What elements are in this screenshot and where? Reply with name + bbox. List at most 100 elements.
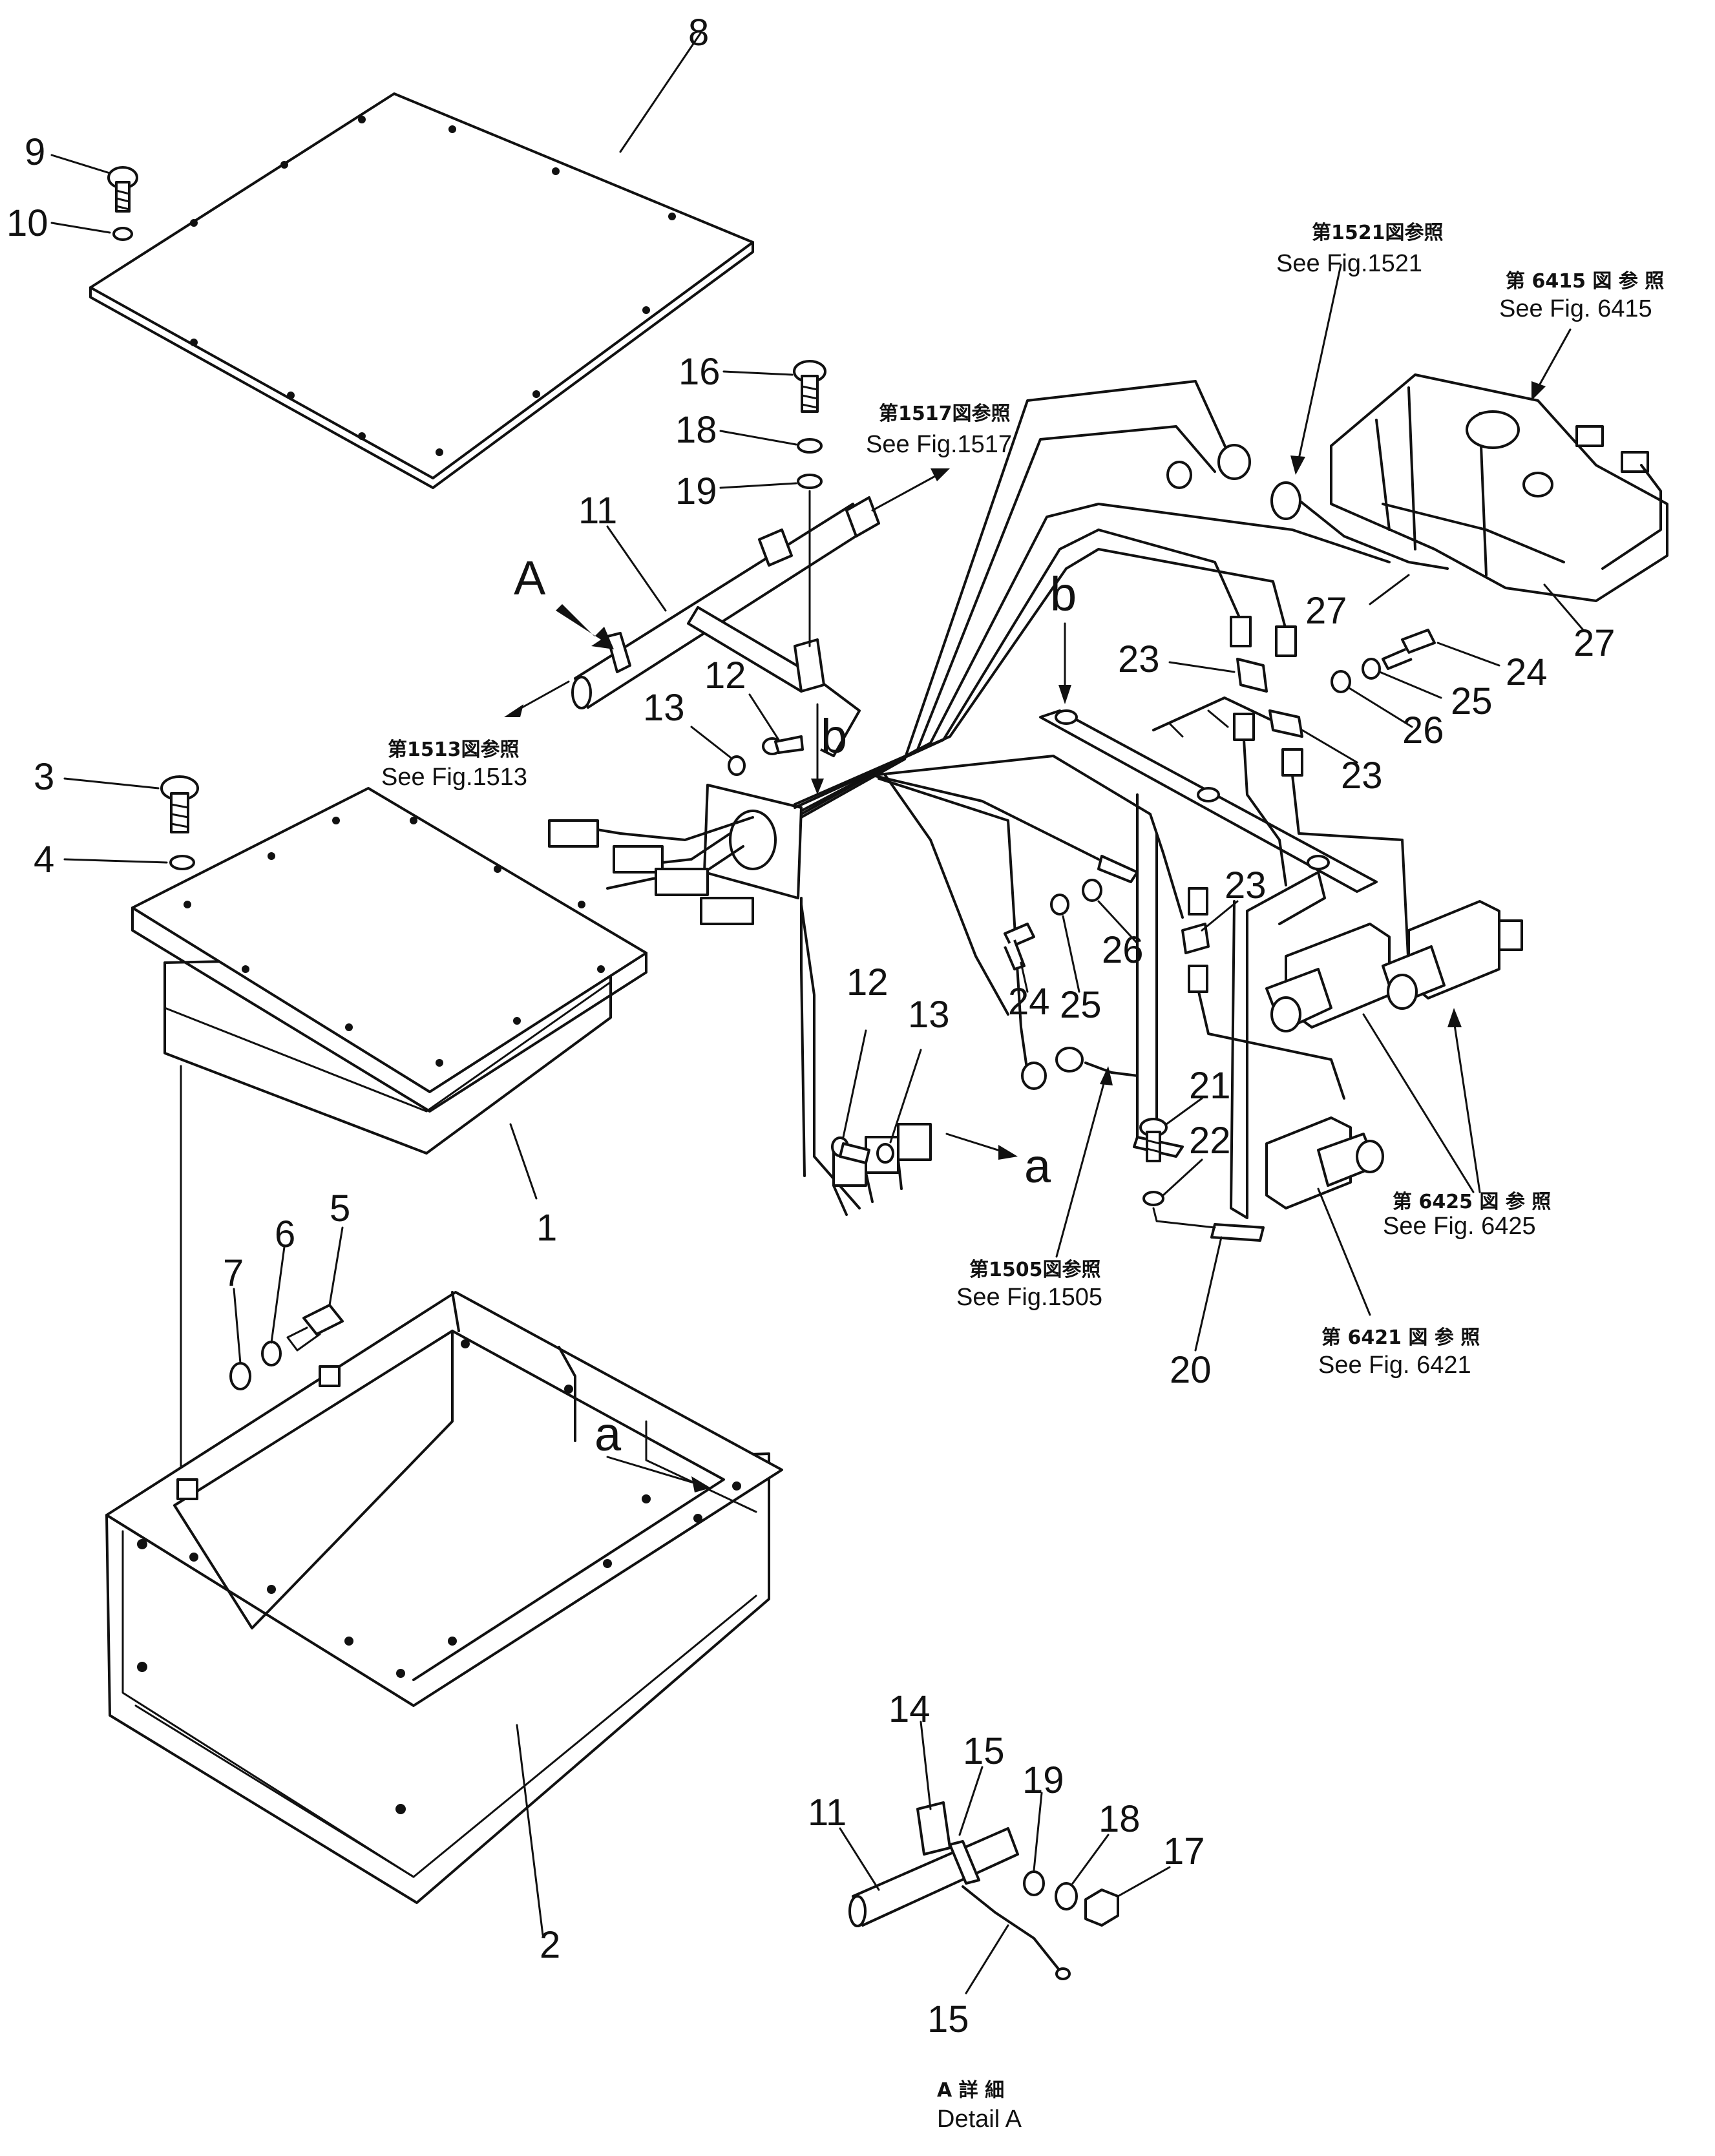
part-num-17: 17 <box>1163 1830 1205 1872</box>
part-num-9: 9 <box>25 131 45 173</box>
ref-1521-en: See Fig.1521 <box>1276 250 1422 277</box>
part-num-10: 10 <box>6 202 48 244</box>
part-num-6: 6 <box>275 1213 295 1255</box>
part-num-7: 7 <box>223 1252 244 1294</box>
part-num-24-lower: 24 <box>1008 981 1050 1023</box>
detail-caption-en: Detail A <box>937 2106 1022 2133</box>
part-num-15-top: 15 <box>963 1730 1005 1772</box>
ref-6421-jp: 第 6421 図 参 照 <box>1321 1326 1480 1349</box>
part-num-11: 11 <box>578 490 617 532</box>
ref-1517-en: See Fig.1517 <box>866 431 1012 458</box>
washer-13-lower <box>876 1143 894 1164</box>
part-numbers: 8 9 10 3 4 1 7 6 5 2 11 16 18 19 12 13 1… <box>6 12 1615 2040</box>
letter-A: A <box>514 551 546 605</box>
part-num-22: 22 <box>1189 1120 1231 1162</box>
washer-19-detail <box>1023 1870 1045 1896</box>
ref-1505-jp: 第1505図参照 <box>969 1259 1101 1281</box>
ref-1513-jp: 第1513図参照 <box>388 738 520 761</box>
part-num-25-upper: 25 <box>1451 680 1493 722</box>
pipe-assembly-11 <box>571 496 880 757</box>
box-2 <box>105 1291 783 1904</box>
part-num-14: 14 <box>889 1688 931 1730</box>
part-num-15-bottom: 15 <box>927 1998 969 2040</box>
washer-22 <box>1142 1191 1164 1206</box>
washer-4 <box>169 855 195 870</box>
ref-6421-en: See Fig. 6421 <box>1318 1352 1471 1379</box>
bolt-16 <box>793 360 826 413</box>
washer-6 <box>261 1341 282 1366</box>
part-num-1: 1 <box>536 1207 557 1249</box>
detail-caption-jp: A 詳 細 <box>937 2079 1004 2102</box>
wire-harness <box>548 380 1391 1216</box>
part-num-27-right: 27 <box>1573 622 1615 664</box>
part-num-24-upper: 24 <box>1506 651 1548 693</box>
letter-b-harness: b <box>821 709 847 763</box>
clamp-23-top <box>1236 658 1303 738</box>
part-num-5: 5 <box>330 1188 350 1230</box>
bolt-24-lower <box>1004 923 1035 970</box>
part-num-21: 21 <box>1189 1065 1231 1107</box>
washer-7 <box>229 1362 251 1390</box>
washer-13-top <box>728 755 746 776</box>
part-num-19-detail: 19 <box>1022 1759 1064 1801</box>
bolt-5 <box>286 1304 344 1352</box>
part-num-20: 20 <box>1170 1349 1212 1391</box>
letter-a-box: a <box>594 1407 622 1461</box>
solenoid-valve-6425 <box>1265 900 1523 1032</box>
part-num-12-lower: 12 <box>847 961 889 1003</box>
bolt-3 <box>160 775 199 833</box>
ref-1513-en: See Fig.1513 <box>381 764 527 791</box>
reference-notes: 第1521図参照 See Fig.1521 第 6415 図 参 照 See F… <box>381 222 1664 1379</box>
letter-b-bracket: b <box>1050 567 1077 621</box>
bolt-12-lower <box>831 1136 870 1164</box>
washer-26-lower <box>1082 879 1102 902</box>
part-num-18: 18 <box>675 409 717 451</box>
part-num-26-lower: 26 <box>1102 929 1144 971</box>
part-num-11-detail: 11 <box>808 1792 847 1834</box>
callout-letters: A b b a a <box>514 551 1077 1461</box>
part-num-23-mid: 23 <box>1341 755 1383 797</box>
bolt-12-top <box>762 735 804 755</box>
part-num-3: 3 <box>34 756 54 798</box>
part-num-23-lower: 23 <box>1225 864 1267 906</box>
part-num-4: 4 <box>34 839 54 881</box>
control-valve-6415 <box>1330 373 1668 602</box>
washer-18 <box>797 438 823 454</box>
washer-26-upper <box>1331 670 1351 693</box>
detail-a-drawing <box>848 1801 1119 1980</box>
hose-fittings <box>1188 616 1410 1100</box>
arrow-A <box>556 604 614 649</box>
ref-1517-jp: 第1517図参照 <box>879 403 1011 425</box>
washer-25-upper <box>1362 658 1381 680</box>
ref-6425-en: See Fig. 6425 <box>1383 1213 1536 1240</box>
washer-25-lower <box>1050 894 1069 916</box>
part-num-26-upper: 26 <box>1402 709 1444 751</box>
part-num-25-lower: 25 <box>1060 984 1102 1026</box>
ref-1521-jp: 第1521図参照 <box>1312 222 1444 244</box>
part-num-19: 19 <box>675 470 717 512</box>
part-num-13-top: 13 <box>643 687 685 729</box>
washer-18-detail <box>1055 1882 1078 1910</box>
part-num-16: 16 <box>679 351 721 393</box>
washer-19 <box>797 474 823 489</box>
part-num-23-top: 23 <box>1118 638 1160 680</box>
nut-17 <box>1084 1889 1119 1927</box>
ref-1505-en: See Fig.1505 <box>956 1284 1102 1311</box>
part-num-27-left: 27 <box>1305 590 1347 632</box>
part-num-18-detail: 18 <box>1099 1798 1141 1840</box>
box-lid-1 <box>131 787 647 1155</box>
part-num-2: 2 <box>540 1924 560 1966</box>
letter-a-relay: a <box>1024 1139 1051 1193</box>
bracket-20 <box>1039 696 1378 1242</box>
ref-6415-jp: 第 6415 図 参 照 <box>1506 270 1664 293</box>
part-num-12-top: 12 <box>704 654 746 696</box>
solenoid-valve-6421 <box>1265 1116 1384 1209</box>
bolt-9 <box>107 166 138 213</box>
part-num-13-lower: 13 <box>908 994 950 1036</box>
bolt-24-upper <box>1382 629 1436 670</box>
bolt-21 <box>1139 1118 1168 1162</box>
ref-6415-en: See Fig. 6415 <box>1499 295 1652 322</box>
ref-6425-jp: 第 6425 図 参 照 <box>1393 1191 1551 1213</box>
cover-plate-8 <box>89 92 754 489</box>
